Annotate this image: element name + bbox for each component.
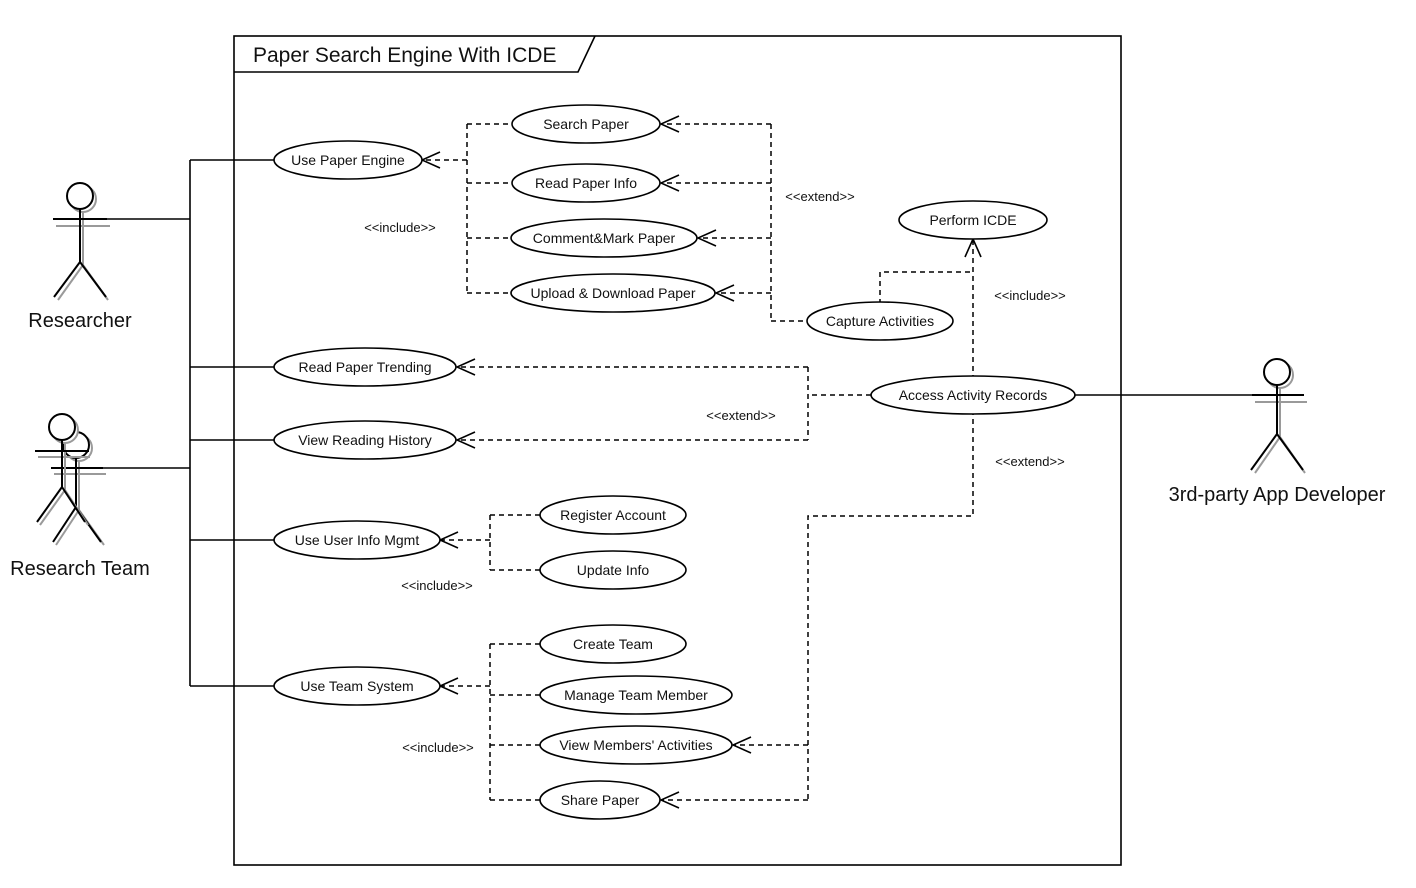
stereotype-include-user-info: <<include>> [401, 578, 473, 593]
use-case-label: Manage Team Member [564, 687, 708, 703]
use-case-label: Capture Activities [826, 313, 934, 329]
use-case-label: Upload & Download Paper [531, 285, 696, 301]
use-case-update-info[interactable]: Update Info [539, 550, 687, 590]
stereotype-include-paper-engine: <<include>> [364, 220, 436, 235]
use-case-capture-activities[interactable]: Capture Activities [806, 301, 954, 341]
use-case-view-members-activities[interactable]: View Members' Activities [539, 725, 733, 765]
use-case-register-account[interactable]: Register Account [539, 495, 687, 535]
use-case-perform-icde[interactable]: Perform ICDE [898, 200, 1048, 240]
actor-label: 3rd-party App Developer [1169, 484, 1386, 506]
actor-researcher[interactable]: Researcher [28, 182, 132, 332]
actor-label: Researcher [28, 310, 132, 332]
developer-figure-icon [1250, 358, 1307, 474]
actor-label: Research Team [10, 558, 150, 580]
dependency-connectors [422, 124, 973, 800]
use-case-label: Read Paper Trending [298, 359, 431, 375]
stereotype-include-team: <<include>> [402, 740, 474, 755]
use-case-label: Access Activity Records [899, 387, 1048, 403]
stereotype-extend-paper-features: <<extend>> [785, 189, 854, 204]
use-case-label: Update Info [577, 562, 650, 578]
use-case-search-paper[interactable]: Search Paper [511, 104, 661, 144]
system-title: Paper Search Engine With ICDE [253, 44, 556, 67]
researcher-figure-icon [53, 182, 110, 301]
use-case-label: Use Paper Engine [291, 152, 405, 168]
use-case-label: Perform ICDE [929, 212, 1016, 228]
use-case-label: Read Paper Info [535, 175, 637, 191]
use-case-view-reading-history[interactable]: View Reading History [273, 420, 457, 460]
stereotype-labels: <<include>> <<extend>> <<include>> <<ext… [364, 189, 1066, 755]
use-case-label: Use User Info Mgmt [295, 532, 420, 548]
use-case-label: Search Paper [543, 116, 629, 132]
use-case-create-team[interactable]: Create Team [539, 624, 687, 664]
use-case-label: Share Paper [561, 792, 640, 808]
use-case-upload-download-paper[interactable]: Upload & Download Paper [510, 273, 716, 313]
actor-research-team[interactable]: Research Team [10, 413, 150, 580]
use-case-label: Register Account [560, 507, 666, 523]
stereotype-include-icde: <<include>> [994, 288, 1066, 303]
use-cases: Use Paper Engine Search Paper Read Paper… [273, 104, 1076, 820]
use-case-label: Create Team [573, 636, 653, 652]
use-case-access-activity-records[interactable]: Access Activity Records [870, 375, 1076, 415]
research-team-figure-icon [35, 413, 106, 546]
use-case-read-paper-info[interactable]: Read Paper Info [511, 163, 661, 203]
use-case-label: View Reading History [298, 432, 432, 448]
use-case-comment-mark-paper[interactable]: Comment&Mark Paper [510, 218, 698, 258]
stereotype-extend-team-activities: <<extend>> [995, 454, 1064, 469]
actor-app-developer[interactable]: 3rd-party App Developer [1169, 358, 1386, 506]
use-case-label: Use Team System [300, 678, 413, 694]
use-case-use-paper-engine[interactable]: Use Paper Engine [273, 140, 423, 180]
system-boundary: Paper Search Engine With ICDE [233, 35, 1122, 866]
use-case-use-team-system[interactable]: Use Team System [273, 666, 441, 706]
use-case-read-paper-trending[interactable]: Read Paper Trending [273, 347, 457, 387]
stereotype-extend-records: <<extend>> [706, 408, 775, 423]
use-case-manage-team-member[interactable]: Manage Team Member [539, 675, 733, 715]
use-case-use-user-info-mgmt[interactable]: Use User Info Mgmt [273, 520, 441, 560]
use-case-label: Comment&Mark Paper [533, 230, 676, 246]
use-case-label: View Members' Activities [559, 737, 712, 753]
use-case-share-paper[interactable]: Share Paper [539, 780, 661, 820]
